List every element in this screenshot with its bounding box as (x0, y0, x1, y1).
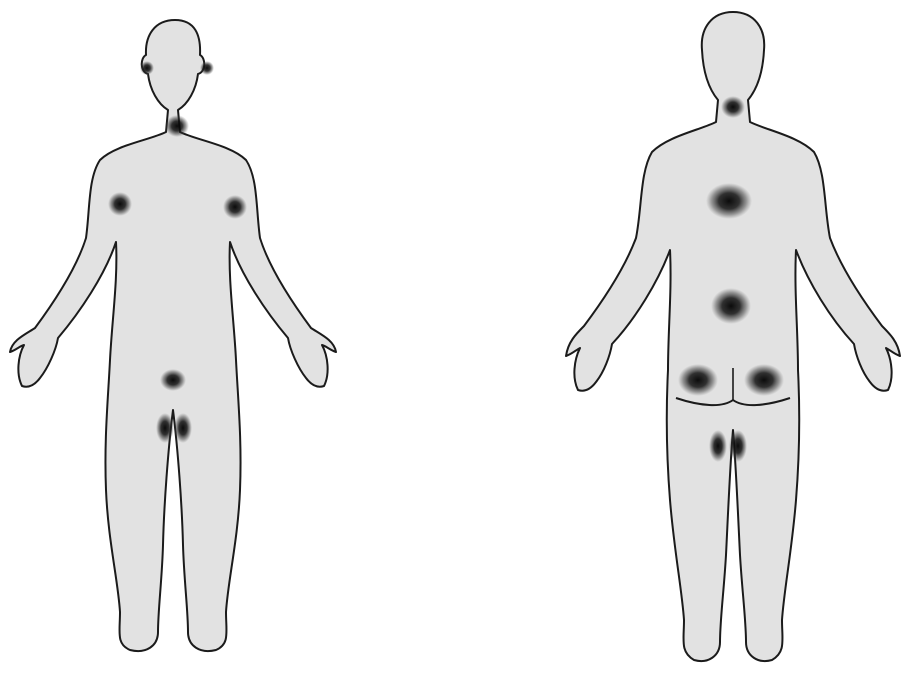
marker-left-shoulder (108, 192, 132, 216)
marker-right-inner-thigh (174, 413, 192, 443)
marker-groin (160, 369, 186, 391)
front-body-outline (10, 20, 336, 651)
marker-upper-back (706, 183, 752, 219)
front-view-figure (10, 20, 336, 651)
marker-right-shoulder (223, 195, 247, 219)
marker-right-buttock (744, 364, 784, 396)
marker-left-back-thigh (709, 430, 727, 462)
marker-lower-back (711, 288, 751, 324)
marker-upper-neck (721, 96, 745, 118)
marker-right-ear (200, 61, 214, 75)
marker-left-buttock (678, 364, 718, 396)
marker-left-ear (140, 61, 154, 75)
marker-throat (165, 115, 189, 137)
marker-right-back-thigh (729, 430, 747, 462)
marker-left-inner-thigh (156, 413, 174, 443)
